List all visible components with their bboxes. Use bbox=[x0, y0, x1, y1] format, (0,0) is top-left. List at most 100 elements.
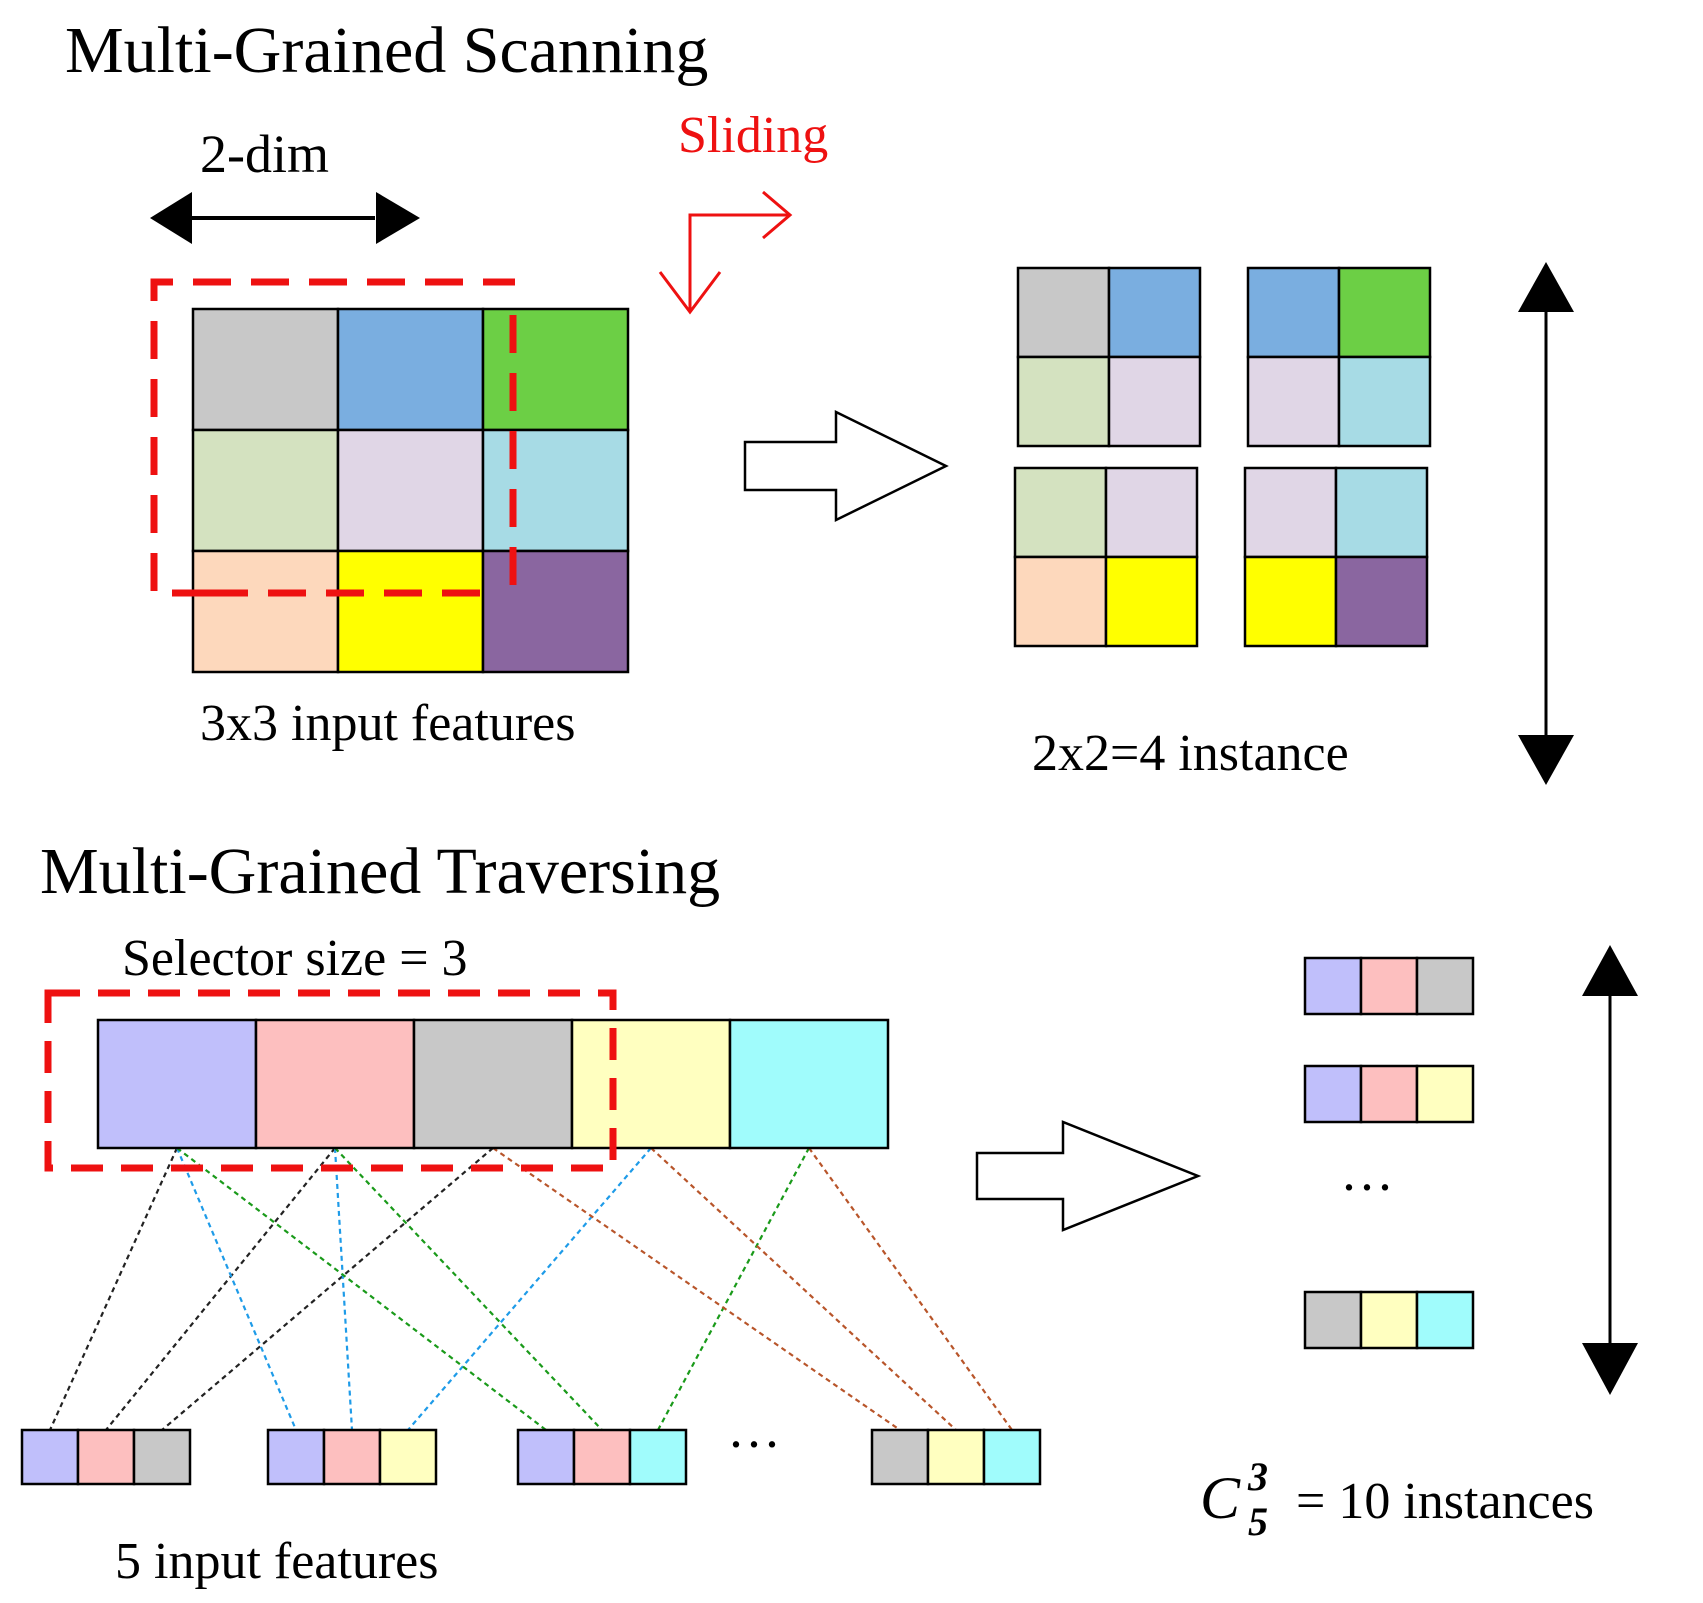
output-instance bbox=[1303, 1064, 1475, 1124]
instance-cell bbox=[1016, 355, 1111, 448]
instance-cell bbox=[1016, 266, 1111, 359]
instance-cell bbox=[1337, 266, 1432, 359]
output-instance-triples bbox=[1303, 956, 1475, 1350]
instance-cell bbox=[1104, 555, 1199, 648]
input-feature-cell bbox=[728, 1018, 890, 1150]
feature-link bbox=[161, 1147, 494, 1431]
instance-cell bbox=[1013, 466, 1108, 559]
output-cell bbox=[1415, 956, 1475, 1016]
feature-link bbox=[407, 1147, 652, 1431]
instance-cell bbox=[1246, 355, 1341, 448]
instance-cell bbox=[1337, 355, 1432, 448]
traversing-input-caption: 5 input features bbox=[115, 1533, 438, 1590]
instance-cell bbox=[1243, 466, 1338, 559]
subset-cell bbox=[378, 1428, 438, 1486]
input-feature-cell bbox=[96, 1018, 258, 1150]
grid-cell bbox=[336, 549, 485, 674]
output-instance bbox=[1303, 956, 1475, 1016]
subset-cell bbox=[870, 1428, 930, 1486]
grid-cell bbox=[481, 549, 630, 674]
grid-cell bbox=[481, 307, 630, 432]
instance-2x2 bbox=[1016, 266, 1202, 448]
formula-base: C bbox=[1200, 1465, 1241, 1531]
sliding-window-selection bbox=[150, 278, 517, 597]
grid-cell bbox=[191, 549, 340, 674]
instance-cell bbox=[1334, 466, 1429, 559]
feature-subset bbox=[20, 1428, 192, 1486]
feature-link bbox=[105, 1147, 336, 1431]
feature-link bbox=[657, 1147, 810, 1431]
scanning-output-caption: 2x2=4 instance bbox=[1032, 725, 1349, 782]
feature-link bbox=[334, 1147, 603, 1431]
sliding-label: Sliding bbox=[678, 107, 828, 164]
output-cell bbox=[1359, 956, 1419, 1016]
instance-cell bbox=[1246, 266, 1341, 359]
traversing-transform-arrow-icon bbox=[975, 1120, 1202, 1232]
subset-cell bbox=[322, 1428, 382, 1486]
formula-subscript: 5 bbox=[1248, 1499, 1268, 1544]
feature-link bbox=[492, 1147, 901, 1431]
scanning-transform-arrow-icon bbox=[743, 409, 949, 523]
instance-cell bbox=[1104, 466, 1199, 559]
feature-link bbox=[175, 1147, 298, 1431]
feature-link bbox=[48, 1147, 179, 1431]
instance-2x2 bbox=[1246, 266, 1432, 448]
feature-link bbox=[808, 1147, 1013, 1431]
output-ellipsis: ··· bbox=[1340, 1157, 1394, 1217]
input-feature-cell bbox=[570, 1018, 732, 1150]
scanning-title: Multi-Grained Scanning bbox=[65, 14, 708, 87]
instance-cell bbox=[1243, 555, 1338, 648]
input-feature-row bbox=[96, 1018, 890, 1150]
selector-window bbox=[44, 989, 617, 1172]
feature-link bbox=[176, 1147, 547, 1431]
sliding-arrow-icon bbox=[658, 190, 793, 315]
input-grid-3x3 bbox=[191, 307, 630, 674]
output-cell bbox=[1359, 1290, 1419, 1350]
output-cell bbox=[1303, 956, 1363, 1016]
traversing-vertical-double-arrow bbox=[1582, 945, 1638, 1395]
grid-cell bbox=[481, 428, 630, 553]
subset-cell bbox=[266, 1428, 326, 1486]
subset-cell bbox=[926, 1428, 986, 1486]
feature-link bbox=[333, 1147, 354, 1431]
output-cell bbox=[1303, 1064, 1363, 1124]
traversing-title: Multi-Grained Traversing bbox=[40, 835, 720, 908]
subset-cell bbox=[132, 1428, 192, 1486]
formula-rest: = 10 instances bbox=[1283, 1473, 1594, 1530]
feature-link bbox=[650, 1147, 957, 1431]
instance-cell bbox=[1107, 355, 1202, 448]
instance-cell bbox=[1107, 266, 1202, 359]
output-instances-2x2 bbox=[1013, 266, 1432, 648]
dim-double-arrow bbox=[150, 192, 420, 244]
subset-cell bbox=[572, 1428, 632, 1486]
feature-subset bbox=[266, 1428, 438, 1486]
subset-cell bbox=[628, 1428, 688, 1486]
dim-label: 2-dim bbox=[200, 124, 329, 184]
feature-links bbox=[48, 1147, 1013, 1431]
input-feature-cell bbox=[412, 1018, 574, 1150]
instances-formula: C 3 5 = 10 instances bbox=[1200, 1454, 1594, 1544]
instance-cell bbox=[1013, 555, 1108, 648]
output-cell bbox=[1303, 1290, 1363, 1350]
feature-subsets bbox=[20, 1428, 1042, 1486]
subsets-ellipsis: ··· bbox=[727, 1414, 781, 1474]
instance-cell bbox=[1334, 555, 1429, 648]
grid-cell bbox=[336, 307, 485, 432]
input-feature-cell bbox=[254, 1018, 416, 1150]
output-cell bbox=[1359, 1064, 1419, 1124]
selector-size-label: Selector size = 3 bbox=[122, 930, 468, 987]
output-instance bbox=[1303, 1290, 1475, 1350]
formula-superscript: 3 bbox=[1247, 1454, 1268, 1499]
instance-2x2 bbox=[1243, 466, 1429, 648]
subset-cell bbox=[982, 1428, 1042, 1486]
feature-subset bbox=[516, 1428, 688, 1486]
instance-2x2 bbox=[1013, 466, 1199, 648]
grid-cell bbox=[336, 428, 485, 553]
subset-cell bbox=[516, 1428, 576, 1486]
grid-cell bbox=[191, 307, 340, 432]
grid-cell bbox=[191, 428, 340, 553]
subset-cell bbox=[76, 1428, 136, 1486]
subset-cell bbox=[20, 1428, 80, 1486]
feature-subset bbox=[870, 1428, 1042, 1486]
